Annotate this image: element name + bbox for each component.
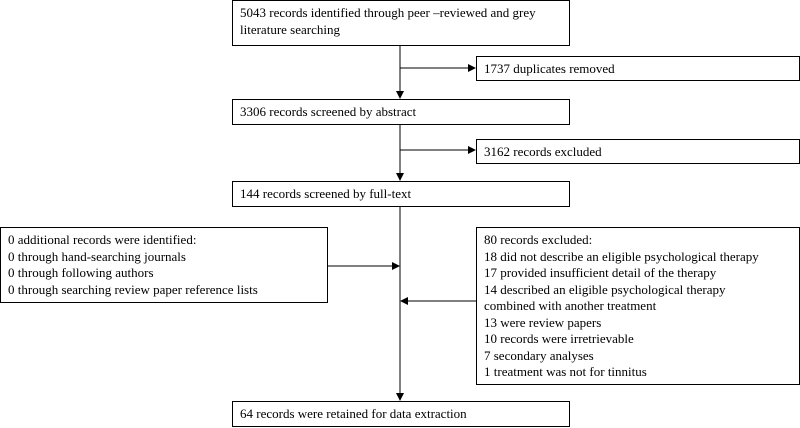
screened-fulltext-text: 144 records screened by full-text <box>240 186 412 201</box>
records-retained-text: 64 records were retained for data extrac… <box>240 406 467 421</box>
excluded-fulltext-box: 80 records excluded: 18 did not describe… <box>476 227 800 385</box>
excluded-fulltext-line: 17 provided insufficient detail of the t… <box>484 265 717 280</box>
records-identified-text: 5043 records identified through peer –re… <box>240 5 536 37</box>
excluded-fulltext-line: 18 did not describe an eligible psycholo… <box>484 248 759 264</box>
records-retained-box: 64 records were retained for data extrac… <box>232 401 570 427</box>
additional-records-line: 0 through searching review paper referen… <box>8 281 258 297</box>
excluded-fulltext-line: 80 records excluded: <box>484 232 593 247</box>
duplicates-removed-box: 1737 duplicates removed <box>476 56 800 81</box>
excluded-fulltext-line: combined with another treatment <box>484 298 657 313</box>
additional-records-line: 0 through hand-searching journals <box>8 248 186 264</box>
screened-abstract-box: 3306 records screened by abstract <box>232 99 570 125</box>
excluded-abstract-box: 3162 records excluded <box>476 139 800 164</box>
screened-fulltext-box: 144 records screened by full-text <box>232 181 570 207</box>
records-identified-box: 5043 records identified through peer –re… <box>232 0 570 46</box>
additional-records-box: 0 additional records were identified: 0 … <box>0 227 328 303</box>
excluded-fulltext-line: 13 were review papers <box>484 314 602 330</box>
excluded-fulltext-line: 10 records were irretrievable <box>484 331 634 346</box>
excluded-fulltext-line: 7 secondary analyses <box>484 347 594 363</box>
screened-abstract-text: 3306 records screened by abstract <box>240 104 417 119</box>
excluded-fulltext-line: 1 treatment was not for tinnitus <box>484 364 647 379</box>
additional-records-line: 0 through following authors <box>8 265 154 280</box>
additional-records-line: 0 additional records were identified: <box>8 232 197 247</box>
excluded-fulltext-line: 14 described an eligible psychological t… <box>484 281 726 297</box>
excluded-abstract-text: 3162 records excluded <box>484 144 602 159</box>
duplicates-removed-text: 1737 duplicates removed <box>484 61 615 76</box>
